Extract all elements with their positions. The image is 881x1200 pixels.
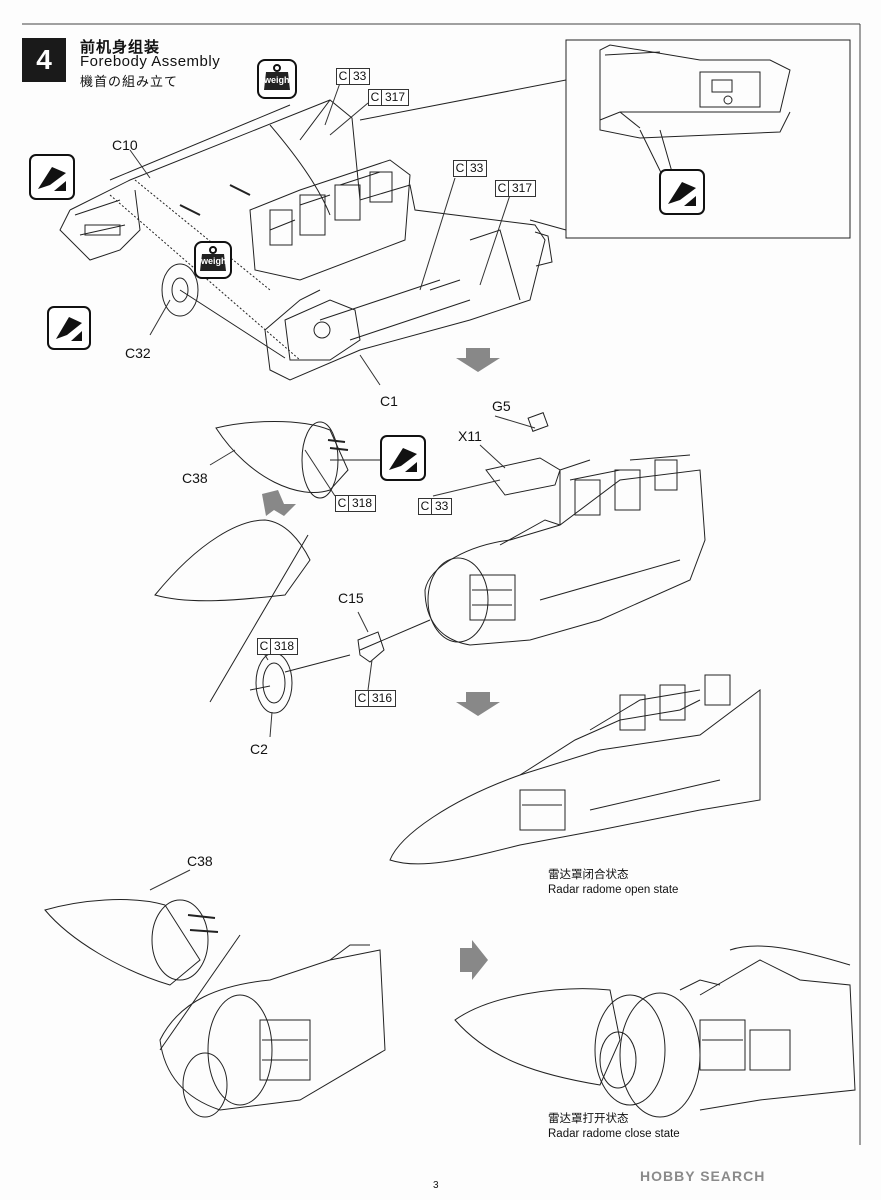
weight-label-2: weight	[201, 256, 230, 266]
step-title-chinese: 前机身组装	[80, 39, 161, 56]
arrow-down-1	[456, 348, 500, 372]
step-number-badge: 4	[22, 38, 66, 82]
part-label-c38-top: C38	[182, 470, 208, 486]
page-number: 3	[433, 1180, 439, 1191]
weight-icon-1	[257, 59, 297, 99]
part-label-c32: C32	[125, 345, 151, 361]
watermark-logo: HOBBY SEARCH	[640, 1168, 766, 1184]
cut-icon-2	[47, 306, 91, 350]
part-label-c10: C10	[112, 137, 138, 153]
part-c2-disc-drawing	[249, 652, 351, 714]
part-c32-drawing	[161, 263, 286, 359]
note-open-state-en: Radar radome open state	[548, 884, 679, 896]
leader-lines	[129, 82, 536, 891]
part-label-g5: G5	[492, 398, 511, 414]
note-close-state-cn: 雷达罩打开状态	[548, 1113, 629, 1125]
inset-detail-box	[565, 39, 851, 239]
nose-cone-outline-2	[154, 519, 311, 703]
note-close-state-en: Radar radome close state	[548, 1128, 680, 1140]
arrow-diag	[262, 490, 296, 516]
part-label-c15: C15	[338, 590, 364, 606]
step-title-english: Forebody Assembly	[80, 53, 221, 70]
forebody-closed-drawing	[389, 674, 761, 865]
part-label-c2: C2	[250, 741, 268, 757]
cut-icon-1	[29, 154, 75, 200]
weight-icon-2	[194, 241, 232, 279]
arrow-right	[460, 940, 488, 980]
inset-cockpit-drawing	[599, 44, 791, 201]
forebody-middle-drawing	[424, 412, 706, 646]
forebody-upper-drawing	[59, 99, 553, 381]
bottom-open-radome-drawing	[44, 899, 386, 1118]
cut-icon-3	[380, 435, 426, 481]
step-title-japanese: 機首の組み立て	[80, 74, 179, 89]
cut-icon-4	[659, 169, 705, 215]
note-open-state-cn: 雷达罩闭合状态	[548, 869, 629, 881]
weight-label-1: weight	[264, 75, 293, 85]
part-label-c38-bottom: C38	[187, 853, 213, 869]
bottom-closed-radome-drawing	[454, 945, 856, 1118]
part-c38-cone-drawing	[215, 421, 380, 499]
arrow-down-2	[456, 692, 500, 716]
part-c15-drawing	[357, 619, 431, 663]
part-label-x11: X11	[458, 428, 482, 444]
part-label-c1: C1	[380, 393, 398, 409]
